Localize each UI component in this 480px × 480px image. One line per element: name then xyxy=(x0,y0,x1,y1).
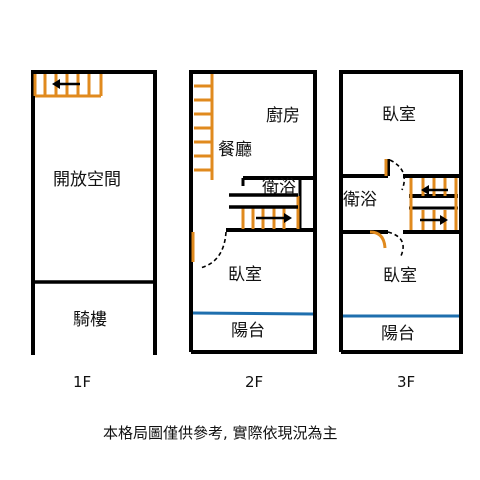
floor-label-1f: 1F xyxy=(73,373,92,391)
floor-2f-walls xyxy=(189,70,317,354)
floor-2f-stair-arrow xyxy=(256,213,292,223)
floor-2f-center-stairs xyxy=(241,196,300,229)
floor-2f-balcony-rail xyxy=(192,311,314,316)
floor-3f-door-frame xyxy=(369,230,387,249)
floor-3f-stair-arrow-down xyxy=(420,215,448,225)
room-label-3f-balcony: 陽台 xyxy=(381,324,415,344)
floor-label-3f: 3F xyxy=(397,373,416,391)
room-label-2f-dining: 餐廳 xyxy=(218,140,252,160)
floor-3f-walls xyxy=(339,70,463,354)
room-label-2f-bathroom: 衛浴 xyxy=(262,177,296,197)
floor-3f-plan xyxy=(339,70,463,354)
room-label-2f-balcony: 陽台 xyxy=(231,321,265,341)
room-label-3f-bedroom-top: 臥室 xyxy=(382,105,416,125)
floor-label-2f: 2F xyxy=(245,373,264,391)
floor-2f-plan xyxy=(189,70,317,354)
room-label-1f-open-space: 開放空間 xyxy=(53,170,121,190)
room-label-3f-bathroom: 衛浴 xyxy=(343,190,377,210)
floor-3f-door-swing xyxy=(387,231,404,259)
floor-1f-walls xyxy=(31,70,157,355)
floor-1f-stair-arrow xyxy=(52,79,80,89)
floor-3f-stairs xyxy=(409,178,458,230)
floor-3f-bathroom-walls xyxy=(341,159,390,234)
floor-3f-bathroom-door-swing-top xyxy=(389,159,406,191)
floor-2f-door-swing xyxy=(199,231,227,269)
room-label-2f-kitchen: 廚房 xyxy=(266,106,300,126)
room-label-2f-bedroom: 臥室 xyxy=(228,265,262,285)
room-label-3f-bedroom-bottom: 臥室 xyxy=(383,266,417,286)
floor-1f-plan xyxy=(31,70,157,355)
room-label-1f-arcade: 騎樓 xyxy=(73,310,107,330)
disclaimer-note: 本格局圖僅供參考, 實際依現況為主 xyxy=(103,424,338,442)
floor-2f-side-stairs xyxy=(194,74,214,180)
floor-3f-stair-arrow-up xyxy=(421,185,448,195)
